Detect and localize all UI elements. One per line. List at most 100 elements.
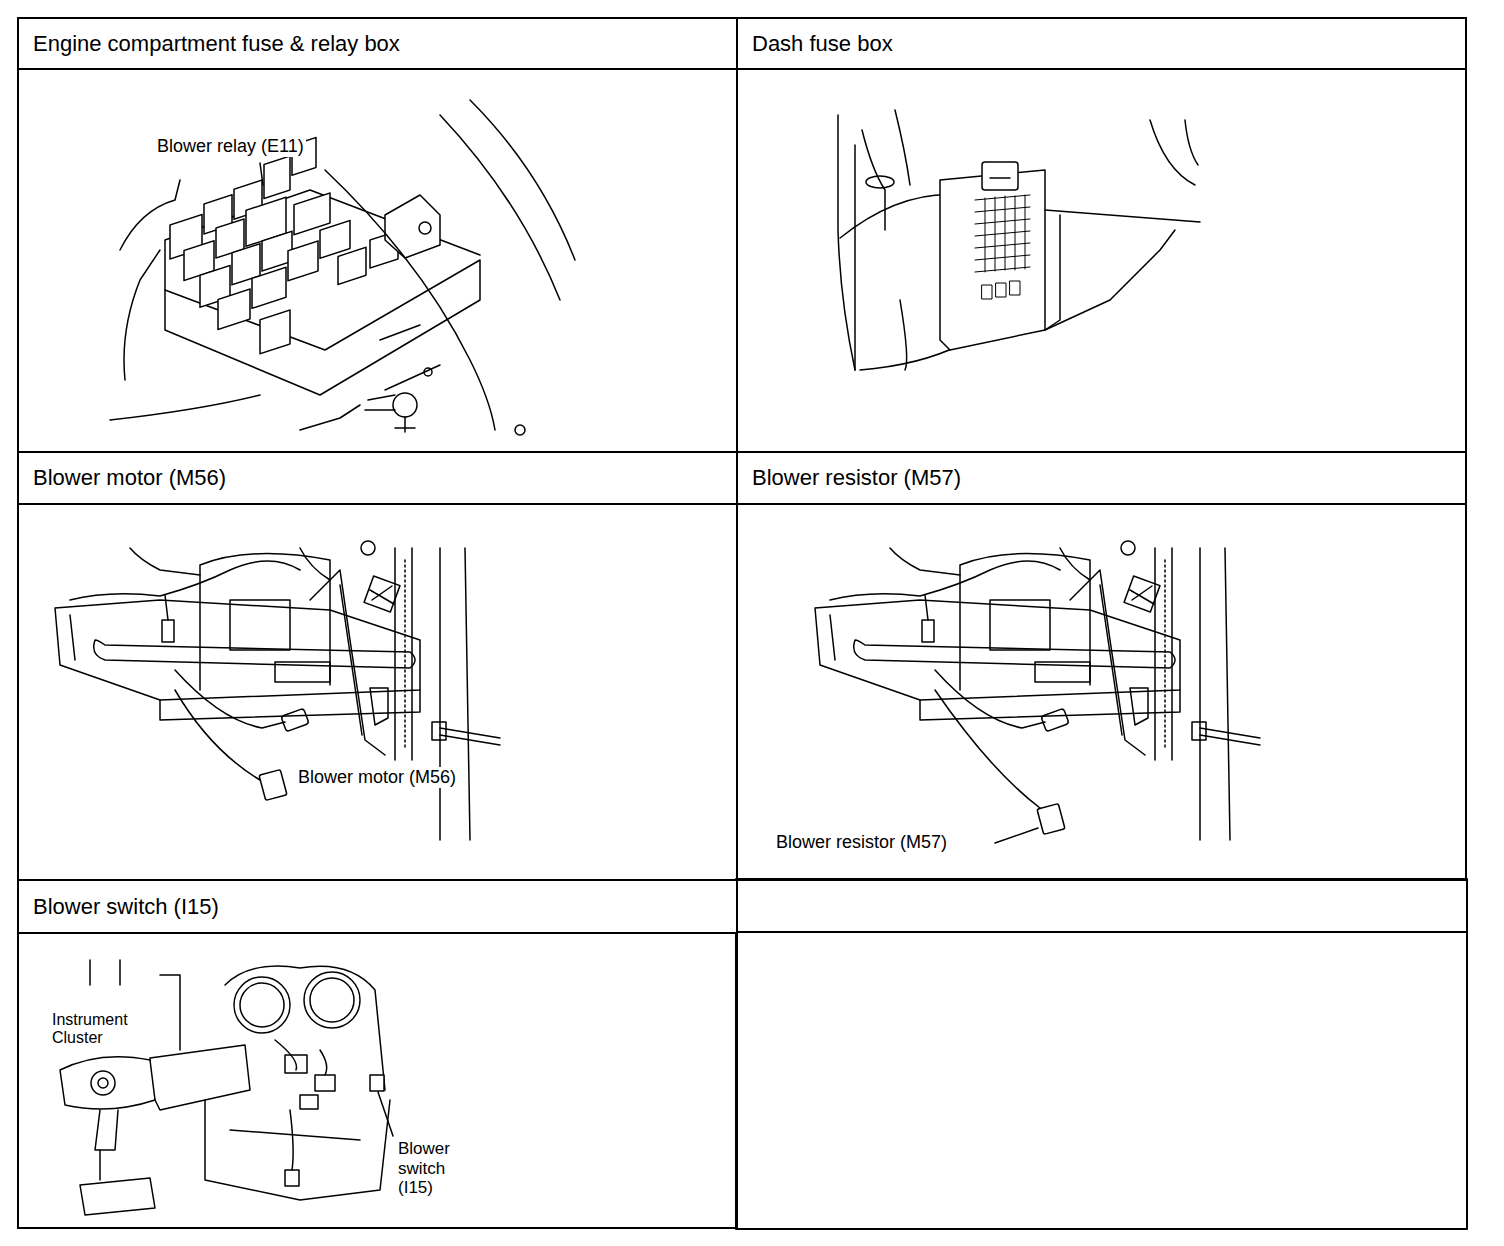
illustration-line bbox=[385, 195, 440, 258]
callout-label: Instrument Cluster bbox=[50, 1011, 154, 1048]
illustration-line bbox=[996, 283, 1006, 297]
illustration-line bbox=[165, 260, 480, 395]
illustration-line bbox=[854, 145, 856, 370]
illustration-line bbox=[1150, 120, 1195, 185]
illustration-line bbox=[99, 1150, 101, 1180]
illustration-line bbox=[975, 195, 1030, 299]
illustration-line bbox=[338, 247, 366, 284]
illustration-line bbox=[982, 162, 1018, 190]
panel-title: Blower motor (M56) bbox=[33, 465, 226, 491]
illustration-line bbox=[866, 176, 894, 188]
illustration-line bbox=[60, 1057, 155, 1109]
panel-header: Dash fuse box bbox=[738, 19, 1465, 70]
panel-box: Blower resistor (M57) bbox=[736, 451, 1467, 881]
illustration-line bbox=[260, 310, 290, 354]
blower-motor-illustration bbox=[55, 541, 500, 840]
panel-title: Dash fuse box bbox=[752, 31, 893, 57]
illustration-line bbox=[419, 222, 431, 234]
illustration-line bbox=[292, 138, 316, 176]
illustration-line bbox=[205, 1100, 390, 1200]
illustration-line bbox=[838, 115, 855, 370]
illustration-line bbox=[424, 368, 432, 376]
callout-label: Blower motor (M56) bbox=[296, 767, 458, 788]
illustration-line bbox=[288, 241, 318, 281]
illustration-line bbox=[990, 177, 1010, 179]
illustration-line bbox=[1185, 120, 1198, 165]
illustration-line bbox=[470, 100, 575, 260]
illustration-line bbox=[1045, 210, 1200, 222]
illustration-line bbox=[325, 170, 495, 430]
fuse-relay-box-illustration bbox=[110, 100, 575, 435]
illustration-line bbox=[895, 110, 910, 185]
illustration-line bbox=[80, 1178, 155, 1215]
panel-box: Engine compartment fuse & relay box bbox=[17, 17, 738, 453]
illustration-line bbox=[95, 1110, 118, 1150]
leader-line bbox=[995, 828, 1038, 843]
illustration-line bbox=[150, 1045, 250, 1110]
illustration-line bbox=[275, 1040, 327, 1170]
illustration-line bbox=[160, 975, 180, 1050]
illustration-line bbox=[440, 115, 560, 300]
illustration-line bbox=[982, 285, 992, 299]
panel-header: Blower motor (M56) bbox=[19, 453, 736, 505]
illustration-line bbox=[260, 163, 263, 185]
illustration-line bbox=[300, 1095, 318, 1109]
panel-box: Blower switch (I15) bbox=[17, 879, 738, 1229]
illustration-line bbox=[320, 221, 350, 259]
illustration-line bbox=[218, 289, 250, 329]
illustration-line bbox=[300, 405, 360, 430]
illustration-line bbox=[264, 156, 290, 198]
illustration-line bbox=[55, 541, 500, 840]
illustration-line bbox=[304, 972, 360, 1028]
illustration-line bbox=[900, 300, 907, 370]
callout-label: Blower resistor (M57) bbox=[774, 832, 949, 853]
callout-label: Blower switch (I15) bbox=[396, 1139, 472, 1198]
empty-cell bbox=[736, 879, 1467, 1229]
illustration-line bbox=[860, 345, 960, 370]
panel-header: Blower resistor (M57) bbox=[738, 453, 1465, 505]
panel-title: Engine compartment fuse & relay box bbox=[33, 31, 400, 57]
illustration-line bbox=[985, 195, 1025, 272]
illustration-line bbox=[310, 978, 354, 1022]
panel-header: Blower switch (I15) bbox=[19, 881, 736, 934]
leader-line bbox=[378, 1092, 393, 1136]
illustration-line bbox=[815, 541, 1260, 840]
illustration-line bbox=[975, 195, 1030, 272]
panel-title: Blower resistor (M57) bbox=[752, 465, 961, 491]
illustration-line bbox=[365, 395, 415, 432]
illustration-line bbox=[315, 1075, 335, 1091]
illustration-line bbox=[393, 393, 417, 417]
illustration-line bbox=[380, 325, 440, 390]
illustration-line bbox=[515, 425, 525, 435]
blower-resistor-illustration bbox=[815, 541, 1260, 840]
illustration-line bbox=[259, 770, 287, 801]
illustration-line bbox=[234, 977, 290, 1033]
illustration-line bbox=[370, 1075, 384, 1091]
panel-box: Dash fuse box bbox=[736, 17, 1467, 453]
illustration-line bbox=[1045, 215, 1060, 330]
panel-title: Blower switch (I15) bbox=[33, 894, 219, 920]
illustration-line bbox=[252, 267, 286, 308]
illustration-line bbox=[225, 966, 385, 1090]
empty-cell-divider bbox=[736, 931, 1467, 933]
illustration-line bbox=[1010, 281, 1020, 295]
illustration-line bbox=[124, 250, 160, 380]
illustration-line bbox=[285, 1170, 299, 1186]
illustration-line bbox=[98, 1078, 108, 1088]
illustration-line bbox=[240, 983, 284, 1027]
illustration-line bbox=[1045, 230, 1175, 330]
illustration-line bbox=[110, 395, 260, 420]
blower-switch-illustration bbox=[60, 960, 393, 1215]
illustration-line bbox=[90, 960, 120, 985]
callout-label: Blower relay (E11) bbox=[155, 136, 306, 157]
illustration-line bbox=[230, 1130, 360, 1140]
illustration-line bbox=[1037, 804, 1065, 835]
panel-header: Engine compartment fuse & relay box bbox=[19, 19, 736, 70]
illustration-line bbox=[91, 1071, 115, 1095]
dash-fuse-box-illustration bbox=[838, 110, 1200, 370]
illustration-line bbox=[175, 690, 260, 780]
illustration-line bbox=[940, 170, 1045, 350]
